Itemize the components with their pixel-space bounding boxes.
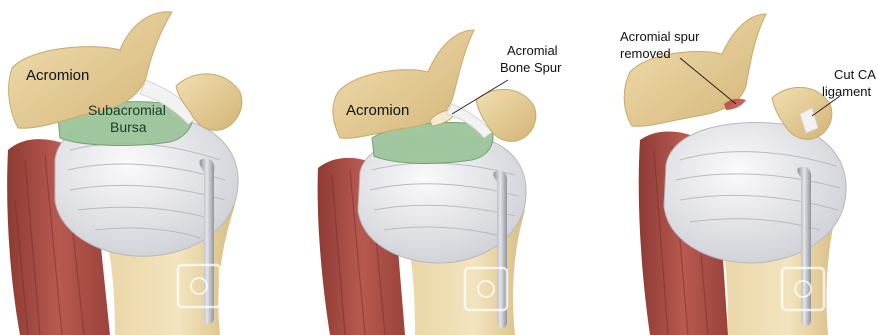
label-cut-ca-line2: ligament (822, 84, 872, 99)
label-spur-removed-line2: removed (620, 46, 671, 61)
label-spur-line1: Acromial (507, 43, 558, 58)
panel-3-spur-removed: Acromial spur removed Cut CA ligament (620, 14, 876, 335)
label-bursa-line2: Bursa (110, 119, 147, 135)
label-cut-ca-line1: Cut CA (834, 67, 876, 82)
panel-1-bursa: Acromion Subacromial Bursa (7, 12, 242, 335)
label-bursa-line1: Subacromial (88, 102, 166, 118)
humeral-head (664, 123, 846, 263)
label-acromion-2: Acromion (346, 102, 409, 119)
label-spur-removed-line1: Acromial spur (620, 29, 700, 44)
label-spur-line2: Bone Spur (500, 60, 562, 75)
label-acromion-1: Acromion (26, 67, 89, 84)
panel-2-bone-spur: Acromion Acromial Bone Spur (318, 30, 562, 335)
